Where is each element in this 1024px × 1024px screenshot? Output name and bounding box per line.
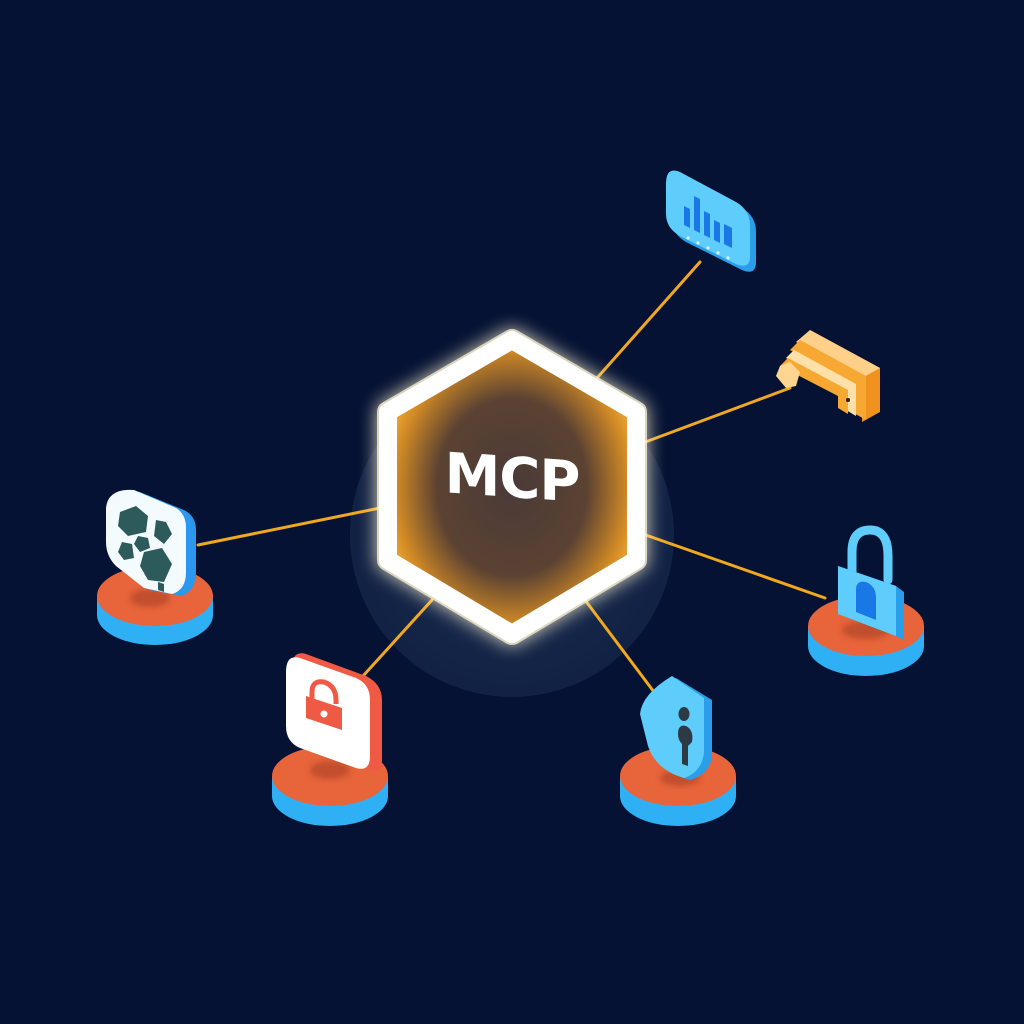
connector-keyhole — [583, 598, 656, 694]
node-storage[interactable] — [776, 330, 880, 422]
node-analytics[interactable] — [666, 170, 756, 272]
connector-red-lock — [361, 598, 434, 678]
mcp-hub[interactable] — [377, 329, 647, 645]
stacked-layers-icon — [776, 330, 880, 422]
hub-border — [379, 331, 645, 643]
hub-label: MCP — [444, 440, 580, 516]
bar-chart-icon — [684, 196, 732, 248]
node-red-lock[interactable] — [272, 653, 388, 826]
connectors — [196, 260, 827, 694]
node-secure-lock[interactable] — [808, 525, 924, 676]
base-platform — [97, 566, 213, 645]
connector-map — [196, 506, 382, 547]
padlock-icon — [838, 525, 904, 640]
red-padlock-card-icon — [286, 653, 382, 771]
connector-secure-lock — [638, 531, 827, 600]
connector-storage — [638, 386, 792, 446]
map-shield-icon — [106, 489, 196, 596]
node-map[interactable] — [97, 489, 213, 645]
shield-keyhole-icon — [640, 676, 712, 780]
node-keyhole[interactable] — [620, 676, 736, 826]
connector-analytics — [595, 260, 702, 380]
